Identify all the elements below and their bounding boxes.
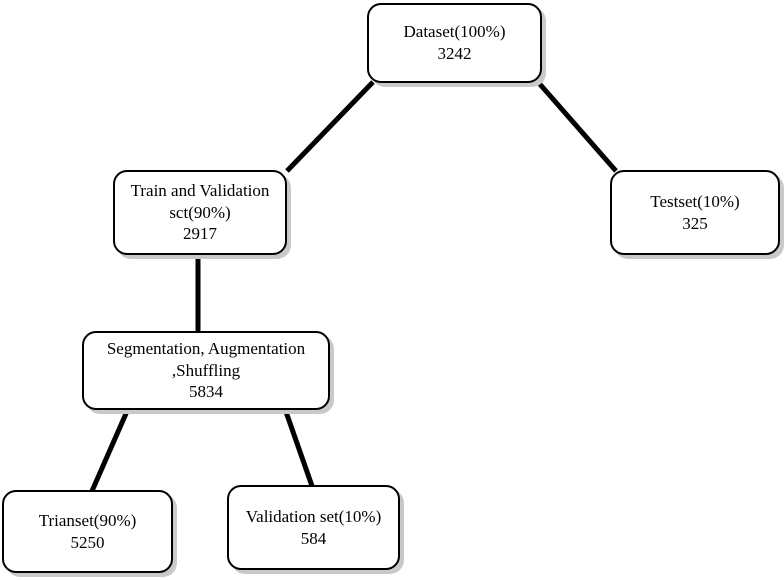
flowchart-node-trainset-line-2: 5250 bbox=[70, 532, 105, 552]
flowchart-node-train-validation-line-1: Train and Validation bbox=[130, 180, 270, 200]
flowchart-node-train-validation-line-2: sct(90%) bbox=[169, 202, 231, 222]
flowchart-node-preprocessing-line-3: 5834 bbox=[189, 382, 223, 402]
flowchart-node-preprocessing-line-2: ,Shuffling bbox=[171, 360, 241, 380]
flowchart-node-validation-set[interactable]: Validation set(10%)584 bbox=[227, 485, 400, 570]
flowchart-node-dataset-line-1: Dataset(100%) bbox=[403, 22, 506, 42]
flowchart-node-dataset-line-2: 3242 bbox=[437, 44, 472, 63]
flowchart-node-trainset-line-1: Trianset(90%) bbox=[38, 510, 137, 530]
flowchart-connector-dataset-to-train bbox=[285, 80, 375, 173]
flowchart-node-validation-set-line-2: 584 bbox=[300, 528, 327, 548]
flowchart-node-preprocessing-line-1: Segmentation, Augmentation bbox=[106, 338, 306, 358]
flowchart-node-validation-set-line-1: Validation set(10%) bbox=[245, 506, 382, 526]
flowchart-node-trainset[interactable]: Trianset(90%)5250 bbox=[2, 490, 173, 573]
flowchart-connector-preprocessing-to-validation bbox=[282, 408, 315, 487]
flowchart-node-testset-line-2: 325 bbox=[682, 213, 708, 233]
flowchart-connector-dataset-to-testset bbox=[536, 80, 618, 173]
flowchart-node-dataset[interactable]: Dataset(100%) 3242 bbox=[367, 3, 542, 83]
flowchart-connector-preprocessing-to-trainset bbox=[89, 407, 131, 493]
flowchart-node-train-validation-line-3: 2917 bbox=[183, 224, 217, 244]
flowchart-node-testset[interactable]: Testset(10%)325 bbox=[610, 170, 780, 255]
flowchart-node-testset-line-1: Testset(10%) bbox=[650, 191, 740, 211]
